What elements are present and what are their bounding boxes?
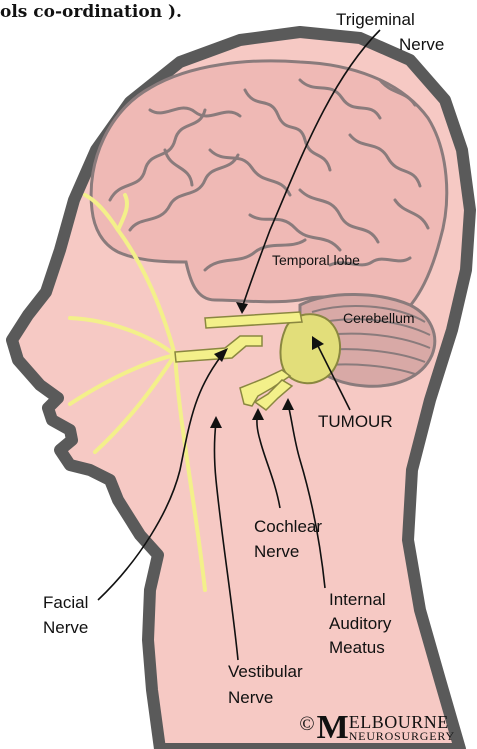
label-internal-auditory-line3: Meatus (329, 638, 385, 658)
caption-text: ols co-ordination ). (0, 2, 182, 22)
label-cerebellum: Cerebellum (343, 308, 415, 328)
label-temporal-lobe: Temporal lobe (272, 250, 360, 270)
label-trigeminal-line1: Trigeminal (336, 10, 415, 30)
logo-word-top: ELBOURNE (349, 715, 455, 729)
label-trigeminal-line2: Nerve (399, 35, 444, 55)
logo-word-bottom: NEUROSURGERY (349, 729, 455, 743)
label-tumour: TUMOUR (318, 412, 393, 432)
label-vestibular-line2: Nerve (228, 688, 273, 708)
label-cochlear-line2: Nerve (254, 542, 299, 562)
copyright-symbol: © (299, 713, 314, 735)
label-cochlear-line1: Cochlear (254, 517, 322, 537)
logo-initial: M (317, 709, 349, 746)
label-internal-auditory-line1: Internal (329, 590, 386, 610)
label-facial-line2: Nerve (43, 618, 88, 638)
label-internal-auditory-line2: Auditory (329, 614, 391, 634)
label-vestibular-line1: Vestibular (228, 662, 303, 682)
label-facial-line1: Facial (43, 593, 88, 613)
